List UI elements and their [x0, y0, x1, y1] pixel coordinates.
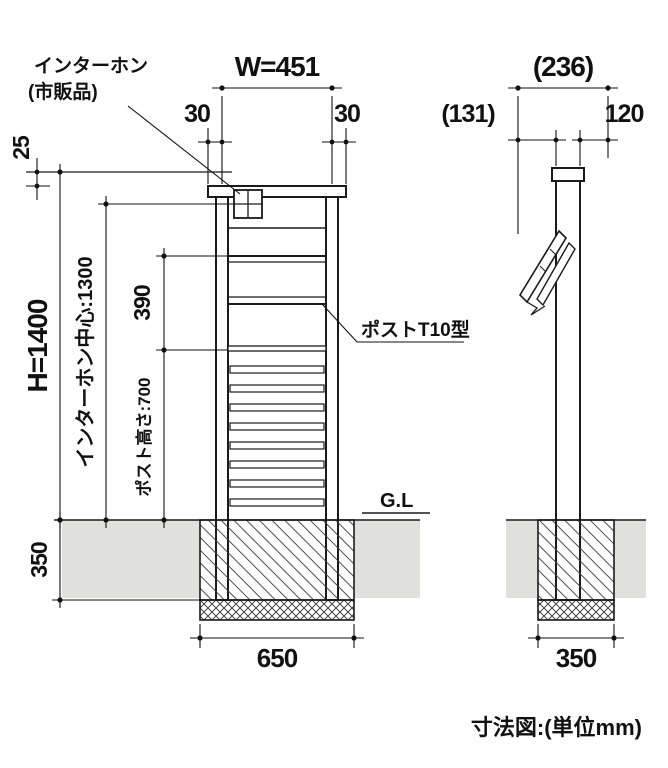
soil-left-front	[62, 520, 200, 598]
dim-total-height: H=1400	[22, 164, 63, 528]
dim-post-section-390: 390 ポスト高さ:700	[129, 248, 228, 528]
side-gravel-strip	[538, 600, 614, 620]
dim-foundation-650: 650	[190, 624, 364, 673]
soil-left-side	[506, 520, 538, 598]
intercom-label: インターホン	[34, 55, 148, 77]
post-leader-line	[321, 303, 464, 343]
front-foundation	[199, 519, 355, 621]
drawing-caption: 寸法図:(単位mm)	[471, 715, 642, 740]
dim-cap-25: 25	[8, 135, 50, 200]
intercom-unit	[233, 189, 263, 219]
dim-front-width: W=451	[212, 51, 342, 184]
front-gravel-strip	[200, 600, 354, 620]
soil-right-front	[354, 520, 420, 598]
soil-right-side	[614, 520, 646, 598]
dim-protrusion-131: (131)	[441, 100, 566, 166]
post-mount-band	[227, 345, 327, 352]
dim-350-left-text: 350	[26, 542, 52, 578]
front-view	[207, 185, 347, 601]
intercom-note-label: (市販品)	[28, 80, 98, 103]
soil-blocks	[62, 520, 646, 598]
intercom-leader-line	[127, 105, 241, 195]
dim-intercom-1300-text: インターホン中心:1300	[73, 256, 97, 467]
dim-edge-right: 30	[322, 100, 361, 184]
dim-236-text: (236)	[533, 51, 593, 82]
dim-edge-left: 30	[184, 100, 232, 184]
dim-25-text: 25	[8, 135, 34, 160]
dim-post-height-700-text: ポスト高さ:700	[134, 377, 154, 496]
dim-30-left-text: 30	[184, 100, 210, 128]
dim-side-foundation-350: 350	[528, 624, 624, 673]
dim-w451-text: W=451	[235, 51, 320, 82]
side-pole-cap	[551, 167, 585, 182]
dim-350-bottom-text: 350	[556, 643, 597, 673]
dim-overall-depth-236: (236)	[508, 51, 618, 234]
dim-pole-depth-120: 120	[572, 100, 644, 166]
post-t10-body	[227, 255, 327, 305]
dim-120-text: 120	[605, 100, 644, 128]
dim-embed-350: 350	[26, 512, 200, 608]
dim-intercom-center: インターホン中心:1300	[73, 196, 234, 528]
front-top-cap	[207, 185, 347, 198]
dim-390-text: 390	[129, 285, 155, 321]
post-callout: ポストT10型	[321, 303, 470, 343]
gl-label: G.L	[380, 490, 413, 512]
dim-131-text: (131)	[441, 100, 495, 128]
louver-slats	[229, 365, 325, 507]
dim-30-right-text: 30	[334, 100, 360, 128]
post-model-label: ポストT10型	[361, 318, 470, 341]
post-side-profile	[518, 229, 576, 316]
dim-650-text: 650	[257, 643, 298, 673]
dim-h1400-text: H=1400	[22, 299, 53, 392]
side-foundation	[537, 519, 615, 621]
intercom-callout: インターホン (市販品)	[28, 55, 241, 195]
